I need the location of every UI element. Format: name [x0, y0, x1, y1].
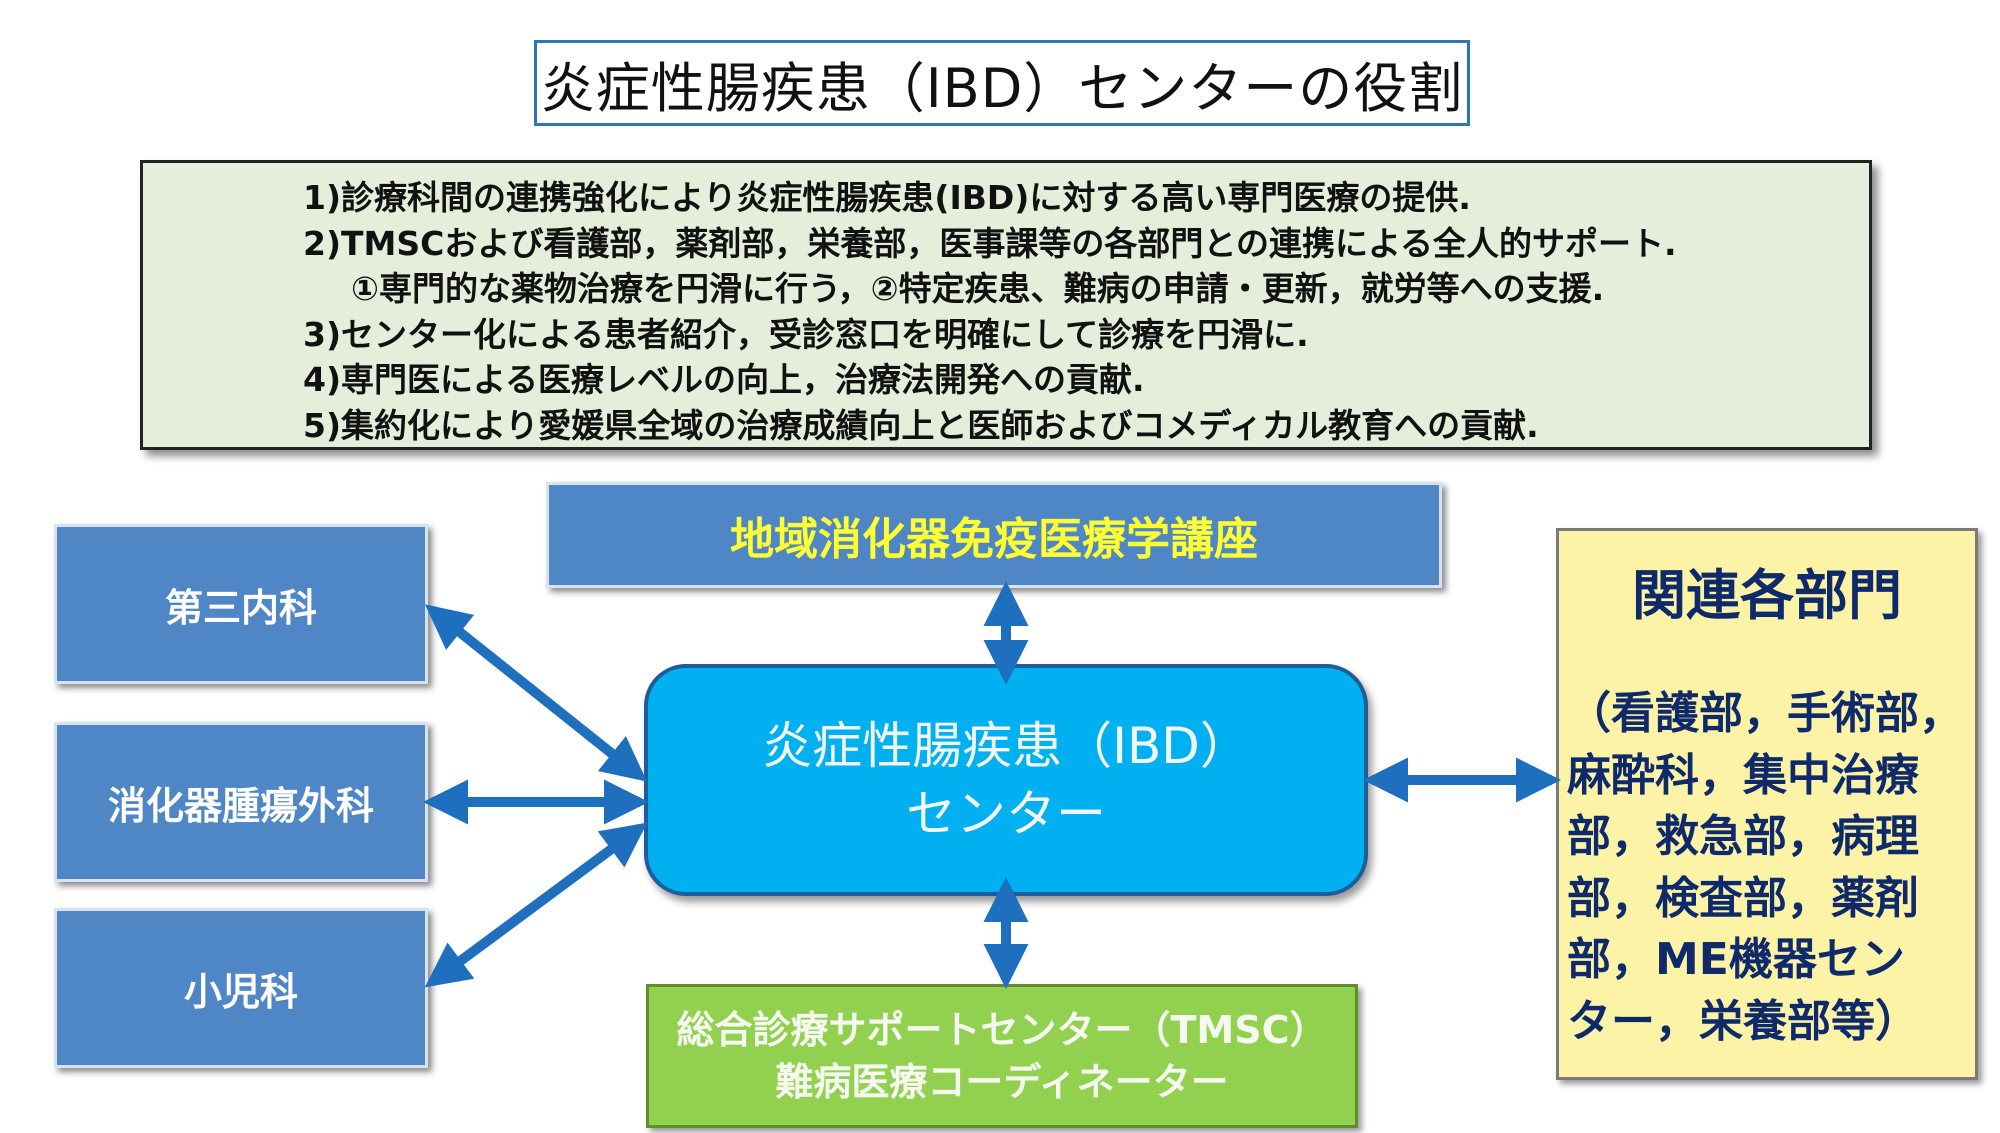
related-departments-line: 部，ME機器セン — [1567, 934, 1905, 985]
related-departments-box: 関連各部門 （看護部，手術部， 麻酔科，集中治療 部，救急部，病理 部，検査部，… — [1556, 528, 1978, 1080]
related-departments-list: （看護部，手術部， 麻酔科，集中治療 部，救急部，病理 部，検査部，薬剤 部，M… — [1567, 683, 1963, 1052]
related-departments-line: 麻酔科，集中治療 — [1567, 749, 1919, 801]
tmsc-box: 総合診療サポートセンター（TMSC） 難病医療コーディネーター — [646, 984, 1358, 1128]
related-departments-title: 関連各部門 — [1632, 564, 1902, 627]
arrow-internal-medicine-to-center — [424, 604, 648, 782]
role-item-2: 2)TMSCおよび看護部，薬剤部，栄養部，医事課等の各部門との連携による全人的サ… — [303, 223, 1677, 263]
roles-list: 1)診療科間の連携強化により炎症性腸疾患(IBD)に対する高い専門医療の提供. … — [303, 175, 1677, 448]
tmsc-label-line2: 難病医療コーディネーター — [775, 1060, 1229, 1104]
ibd-center-box: 炎症性腸疾患（IBD） センター — [644, 664, 1368, 896]
page-title-text: 炎症性腸疾患（IBD）センターの役割 — [540, 56, 1464, 120]
role-item-2-detail: ①専門的な薬物治療を円滑に行う，②特定疾患、難病の申請・更新，就労等への支援. — [351, 269, 1605, 308]
gi-surgery-box: 消化器腫瘍外科 — [54, 722, 428, 882]
internal-medicine-3-label: 第三内科 — [164, 585, 317, 630]
page-title: 炎症性腸疾患（IBD）センターの役割 — [534, 40, 1470, 126]
arrow-pediatrics-to-center — [424, 822, 648, 988]
regional-gi-immunology-course-box: 地域消化器免疫医療学講座 — [546, 482, 1442, 588]
gi-surgery-label: 消化器腫瘍外科 — [107, 783, 374, 828]
ibd-center-label-line1: 炎症性腸疾患（IBD） — [762, 717, 1250, 775]
ibd-center-label-line2: センター — [906, 785, 1106, 843]
related-departments-line: 部，救急部，病理 — [1567, 811, 1919, 862]
related-departments-line: 部，検査部，薬剤 — [1567, 872, 1919, 924]
role-item-5: 5)集約化により愛媛県全域の治療成績向上と医師およびコメディカル教育への貢献. — [303, 405, 1539, 445]
role-item-1: 1)診療科間の連携強化により炎症性腸疾患(IBD)に対する高い専門医療の提供. — [303, 178, 1471, 217]
pediatrics-box: 小児科 — [54, 908, 428, 1068]
tmsc-label-line1: 総合診療サポートセンター（TMSC） — [676, 1008, 1328, 1052]
roles-panel: 1)診療科間の連携強化により炎症性腸疾患(IBD)に対する高い専門医療の提供. … — [140, 160, 1872, 450]
regional-gi-immunology-course-label: 地域消化器免疫医療学講座 — [730, 514, 1258, 565]
related-departments-line: （看護部，手術部， — [1567, 688, 1963, 739]
role-item-3: 3)センター化による患者紹介，受診窓口を明確にして診療を円滑に. — [303, 314, 1309, 354]
role-item-4: 4)専門医による医療レベルの向上，治療法開発への貢献. — [303, 360, 1145, 399]
related-departments-line: ター，栄養部等） — [1567, 995, 1919, 1047]
pediatrics-label: 小児科 — [183, 969, 298, 1014]
internal-medicine-3-box: 第三内科 — [54, 524, 428, 684]
